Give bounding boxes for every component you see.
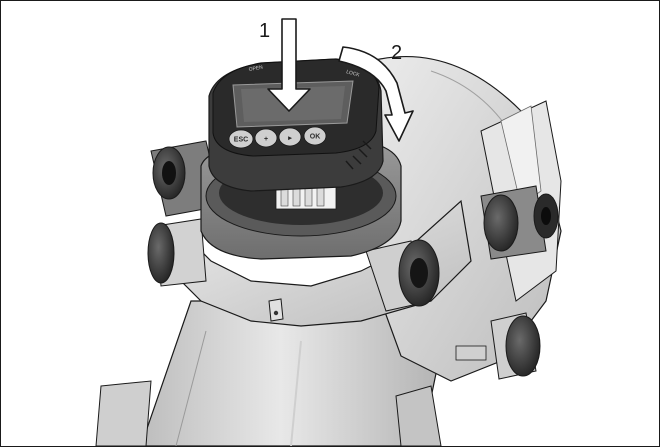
plus-key-label: + xyxy=(264,136,268,143)
arrow-key-label: ▸ xyxy=(287,135,292,142)
blind-plug-left-lower xyxy=(147,218,207,287)
step-1-label: 1 xyxy=(259,20,270,42)
esc-key xyxy=(228,129,254,149)
arrow-key xyxy=(278,127,302,147)
ok-key xyxy=(303,126,327,146)
blind-plug-right-lower xyxy=(490,312,541,380)
plus-key xyxy=(254,128,278,148)
cable-gland-left-upper xyxy=(150,140,222,217)
bezel-lock-label: LOCK xyxy=(345,69,360,78)
ok-key-label: OK xyxy=(310,134,321,141)
esc-key-label: ESC xyxy=(234,137,248,144)
bezel-open-label: OPEN xyxy=(248,65,263,73)
bezel-knurl xyxy=(345,140,372,170)
cable-gland-right xyxy=(480,185,559,260)
blind-plug-center xyxy=(365,239,440,312)
step-2-label: 2 xyxy=(391,42,402,64)
keypad: ESC + ▸ OK xyxy=(228,126,327,149)
arrow-down-icon xyxy=(267,18,311,112)
rotate-clockwise-icon xyxy=(338,46,414,142)
